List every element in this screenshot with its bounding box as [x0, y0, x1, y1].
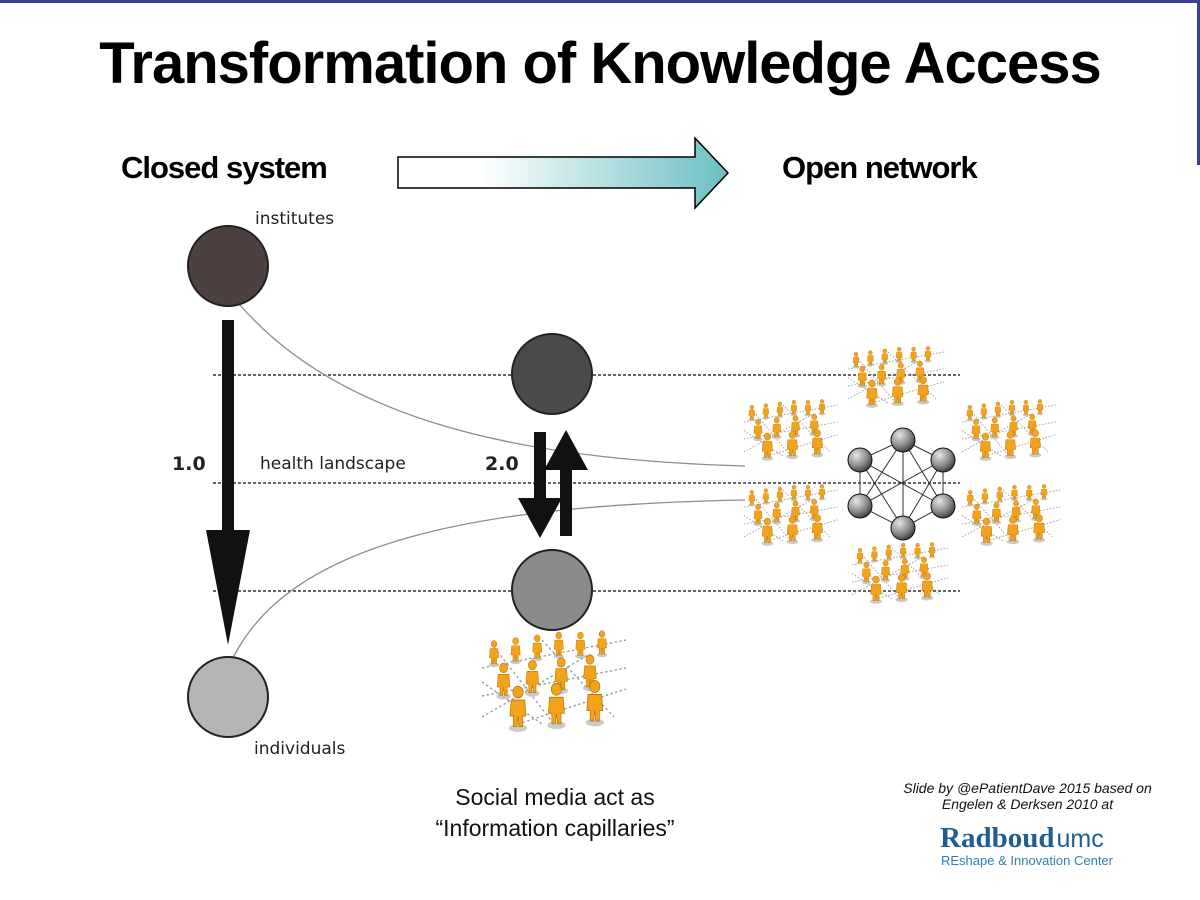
- social-crowd-bottom: [852, 542, 948, 604]
- label-version-2: 2.0: [485, 453, 519, 475]
- upper-dialogue-node: [511, 333, 593, 415]
- progression-arrow: [397, 136, 730, 210]
- lower-dialogue-node: [511, 549, 593, 631]
- slide-credit: Slide by @ePatientDave 2015 based on Eng…: [870, 780, 1185, 812]
- social-crowd-right-lower: [962, 484, 1060, 546]
- top-border-rule: [0, 0, 1200, 3]
- open-network-hub: [847, 427, 956, 541]
- brand-suffix: umc: [1056, 825, 1104, 853]
- caption: Social media act as “Information capilla…: [400, 782, 710, 844]
- social-crowd-top: [848, 346, 944, 408]
- radboudumc-logo: Radboudumc: [940, 822, 1104, 855]
- social-crowd-lower: [482, 631, 626, 732]
- heading-closed-system: Closed system: [121, 150, 328, 185]
- label-institutes: institutes: [255, 209, 334, 229]
- social-crowd-right-upper: [962, 399, 1056, 461]
- label-health-landscape: health landscape: [260, 454, 406, 474]
- two-way-down-arrow: [518, 432, 562, 538]
- capillary-curve-upper: [239, 304, 746, 467]
- side-border-rule: [1197, 0, 1200, 165]
- institutes-node: [187, 225, 269, 307]
- capillary-curve-lower: [231, 499, 746, 661]
- label-individuals: individuals: [254, 739, 346, 759]
- two-way-up-arrow: [544, 430, 588, 536]
- social-crowd-left-lower: [744, 484, 838, 546]
- slide-title: Transformation of Knowledge Access: [99, 31, 1102, 96]
- caption-line-2: “Information capillaries”: [435, 815, 675, 841]
- heading-open-network: Open network: [782, 150, 978, 185]
- individuals-node: [187, 656, 269, 738]
- caption-line-1: Social media act as: [455, 784, 655, 810]
- label-version-1: 1.0: [172, 453, 206, 475]
- brand-name: Radboud: [940, 822, 1055, 854]
- one-way-down-arrow: [206, 320, 250, 645]
- social-crowd-left-upper: [744, 399, 838, 461]
- credit-line-2: Engelen & Derksen 2010 at: [941, 796, 1114, 812]
- brand-subtitle: REshape & Innovation Center: [941, 853, 1113, 868]
- credit-line-1: Slide by @ePatientDave 2015 based on: [903, 780, 1152, 796]
